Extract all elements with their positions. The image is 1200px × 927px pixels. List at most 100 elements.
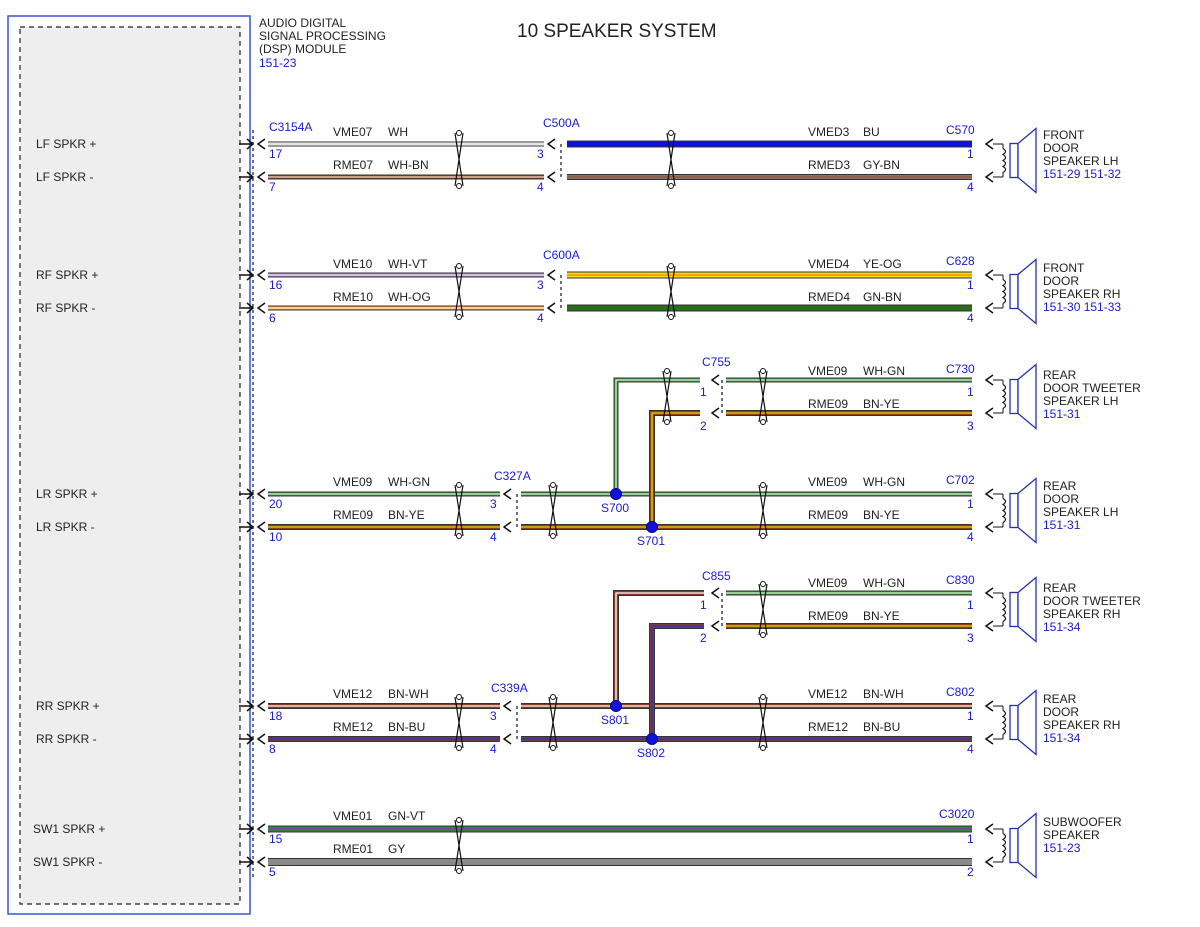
circuit-rmed3: RMED3 (808, 158, 850, 172)
twist-lf-left-bottom (456, 183, 462, 189)
connector-c339a: C339A (491, 681, 528, 695)
speaker-front-rh-arrow-minus (984, 302, 994, 314)
circuit-rr-minus: RME12 (333, 720, 373, 734)
module-return-lf-plus (256, 138, 266, 150)
pin-label-rr-plus: RR SPKR + (36, 699, 100, 713)
connector-c755-pin-1: 1 (700, 385, 707, 399)
speaker-subwoofer-cone (1017, 812, 1037, 879)
module-return-rr-minus (256, 733, 266, 745)
module-arrow-lr-plus (246, 488, 255, 500)
speaker-rear-tweeter-rh-line-2: DOOR TWEETER (1043, 594, 1141, 608)
color-c830-plus: WH-GN (863, 576, 905, 590)
wire-s701-branch-stripe (651, 412, 700, 527)
speaker-rear-lh-cone (1017, 477, 1037, 544)
twist-c755-left (662, 370, 672, 423)
twist-lr-left-bottom (456, 533, 462, 539)
twist-sw (454, 819, 464, 872)
circuit-c730-minus: RME09 (808, 397, 848, 411)
connector-c855-pin-2: 2 (700, 631, 707, 645)
dsp-module-body (19, 26, 241, 905)
connector-c628-pin-1: 1 (967, 278, 974, 292)
connector-c855-pin-1: 1 (700, 598, 707, 612)
connector-c755: C755 (702, 355, 731, 369)
twist-lf-right-bottom (668, 183, 674, 189)
circuit-lr-minus: RME09 (333, 508, 373, 522)
twist-rr-right-top (760, 694, 766, 700)
connector-c830: C830 (946, 573, 975, 587)
speaker-rear-tweeter-rh-magnet (1009, 591, 1019, 628)
connector-c570-pin-1: 1 (967, 147, 974, 161)
c755-arrow-2 (710, 407, 720, 419)
connector-c755-pin-2: 2 (700, 419, 707, 433)
circuit-rf-minus: RME10 (333, 290, 373, 304)
speaker-rear-lh-line-1: REAR (1043, 479, 1077, 493)
c855-arrow-2 (710, 620, 720, 632)
connector-c802-pin-4: 4 (967, 742, 974, 756)
color-vmed3: BU (863, 125, 880, 139)
speaker-rear-lh-coil (1001, 497, 1007, 524)
connector-c830-pin-3: 3 (967, 631, 974, 645)
twist-rr-mid-top (550, 694, 556, 700)
connector-c702-pin-4: 4 (967, 530, 974, 544)
circuit-rf-plus: VME10 (333, 257, 373, 271)
connector-c570-pin-4: 4 (967, 180, 974, 194)
connector-c730-pin-3: 3 (967, 419, 974, 433)
twist-c855-right (758, 583, 768, 636)
twist-lf-left-top (456, 130, 462, 136)
splice-label-s802: S802 (637, 746, 665, 760)
speaker-names: FRONT DOOR SPEAKER LH 151-29 151-32 FRON… (1043, 128, 1141, 855)
module-return-sw-plus (256, 823, 266, 835)
color-c702-plus: WH-GN (863, 475, 905, 489)
circuit-c730-plus: VME09 (808, 364, 848, 378)
connector-c830-pin-1: 1 (967, 598, 974, 612)
wire-s701-branch (650, 411, 700, 527)
speaker-rear-rh-line-2: DOOR (1043, 705, 1079, 719)
module-return-rf-plus (256, 269, 266, 281)
twist-lr-right-bottom (760, 533, 766, 539)
color-c702-minus: BN-YE (863, 508, 900, 522)
c327a-arrow-4 (502, 521, 512, 533)
color-vmed4: YE-OG (863, 257, 902, 271)
color-c802-minus: BN-BU (863, 720, 900, 734)
module-pin-sw-minus: 5 (269, 865, 276, 879)
speaker-rear-lh-arrow-plus (984, 488, 994, 500)
module-arrow-lf-minus (246, 171, 255, 183)
connector-c500a-pin-3: 3 (537, 147, 544, 161)
connector-c339a-pin-3: 3 (490, 709, 497, 723)
diagram-title: 10 SPEAKER SYSTEM (517, 21, 717, 42)
c855-arrow-1 (710, 587, 720, 599)
wire-s801-branch (614, 591, 704, 706)
connector-c327a-pin-4: 4 (490, 530, 497, 544)
c339a-arrow-4 (502, 733, 512, 745)
splice-label-s701: S701 (637, 534, 665, 548)
twist-c755-right (758, 370, 768, 423)
speaker-rear-rh-line-1: REAR (1043, 692, 1077, 706)
speaker-rear-rh-magnet (1009, 704, 1019, 741)
twist-lr-right (758, 484, 768, 537)
module-pin-rr-minus: 8 (269, 742, 276, 756)
twist-rr-left-top (456, 694, 462, 700)
connector-c600a-pin-3: 3 (537, 278, 544, 292)
module-arrow-lr-minus (246, 521, 255, 533)
connector-c730-pin-1: 1 (967, 385, 974, 399)
module-pin-lr-minus: 10 (269, 530, 283, 544)
module-pin-sw-plus: 15 (269, 832, 283, 846)
color-rf-plus: WH-VT (388, 257, 428, 271)
circuit-c830-plus: VME09 (808, 576, 848, 590)
module-return-lr-plus (256, 488, 266, 500)
dsp-module: AUDIO DIGITAL SIGNAL PROCESSING (DSP) MO… (7, 15, 386, 915)
circuit-sw-minus: RME01 (333, 842, 373, 856)
module-arrow-rr-minus (246, 733, 255, 745)
twist-rr-right (758, 696, 768, 749)
color-lr-plus: WH-GN (388, 475, 430, 489)
color-c830-minus: BN-YE (863, 609, 900, 623)
speaker-rear-tweeter-lh-line-1: REAR (1043, 368, 1077, 382)
twist-rf-left-bottom (456, 314, 462, 320)
connector-c730: C730 (946, 362, 975, 376)
splice-labels: S700 S701 S801 S802 (601, 501, 665, 760)
circuit-vmed4: VMED4 (808, 257, 850, 271)
speaker-rear-rh-ref: 151-34 (1043, 731, 1081, 745)
color-rr-plus: BN-WH (388, 687, 429, 701)
color-lr-minus: BN-YE (388, 508, 425, 522)
